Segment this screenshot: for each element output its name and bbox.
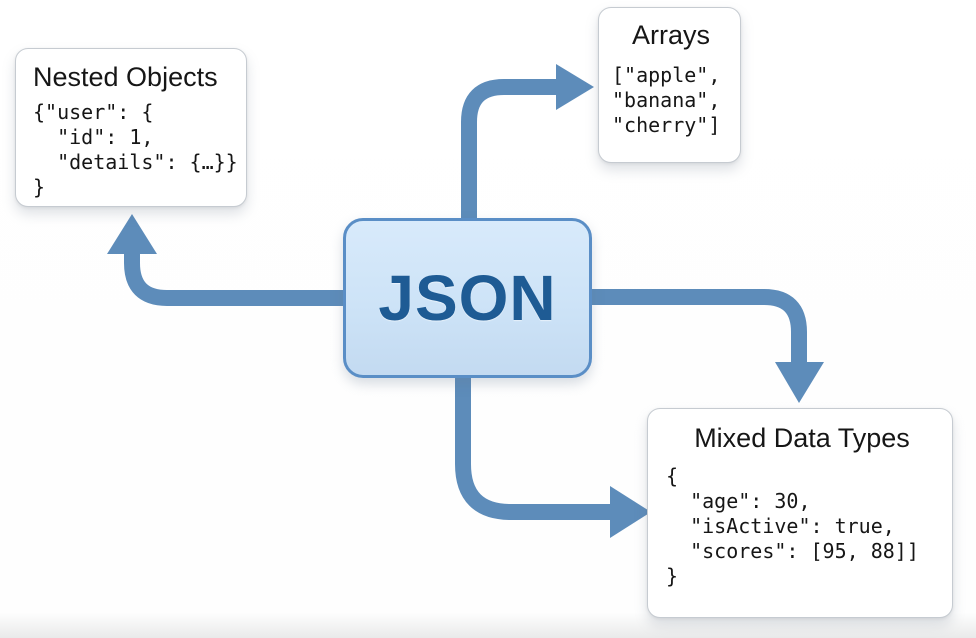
node-nested-objects-title: Nested Objects xyxy=(33,62,218,92)
node-mixed-data-types-title: Mixed Data Types xyxy=(694,423,910,453)
json-center-label: JSON xyxy=(378,262,557,334)
arrow-head-right2-icon xyxy=(610,486,651,538)
arrow-head-up-icon xyxy=(107,214,157,254)
arrow-head-right-icon xyxy=(556,64,594,110)
arrow-json-to-nested-objects xyxy=(107,214,345,306)
arrow-json-to-arrays xyxy=(461,64,594,220)
arrow-line-nested xyxy=(124,251,345,306)
json-center-node: JSON xyxy=(343,218,592,378)
arrow-line-mixed-top xyxy=(590,289,807,364)
node-mixed-data-types: Mixed Data Types { "age": 30, "isActive"… xyxy=(647,408,953,618)
arrow-line-arrays xyxy=(461,79,558,220)
node-nested-objects: Nested Objects {"user": { "id": 1, "deta… xyxy=(15,48,247,207)
arrow-line-mixed-left xyxy=(455,376,612,520)
arrow-head-down-icon xyxy=(775,362,824,403)
node-arrays-title: Arrays xyxy=(631,20,710,50)
node-nested-objects-code: {"user": { "id": 1, "details": {…}} } xyxy=(33,100,238,199)
node-arrays-code: ["apple", "banana", "cherry"] xyxy=(612,63,721,137)
node-arrays: Arrays ["apple", "banana", "cherry"] xyxy=(598,7,741,163)
arrow-json-to-mixed-top xyxy=(590,289,824,403)
arrow-json-to-mixed-left xyxy=(455,376,651,538)
node-mixed-data-types-code: { "age": 30, "isActive": true, "scores":… xyxy=(666,464,919,588)
